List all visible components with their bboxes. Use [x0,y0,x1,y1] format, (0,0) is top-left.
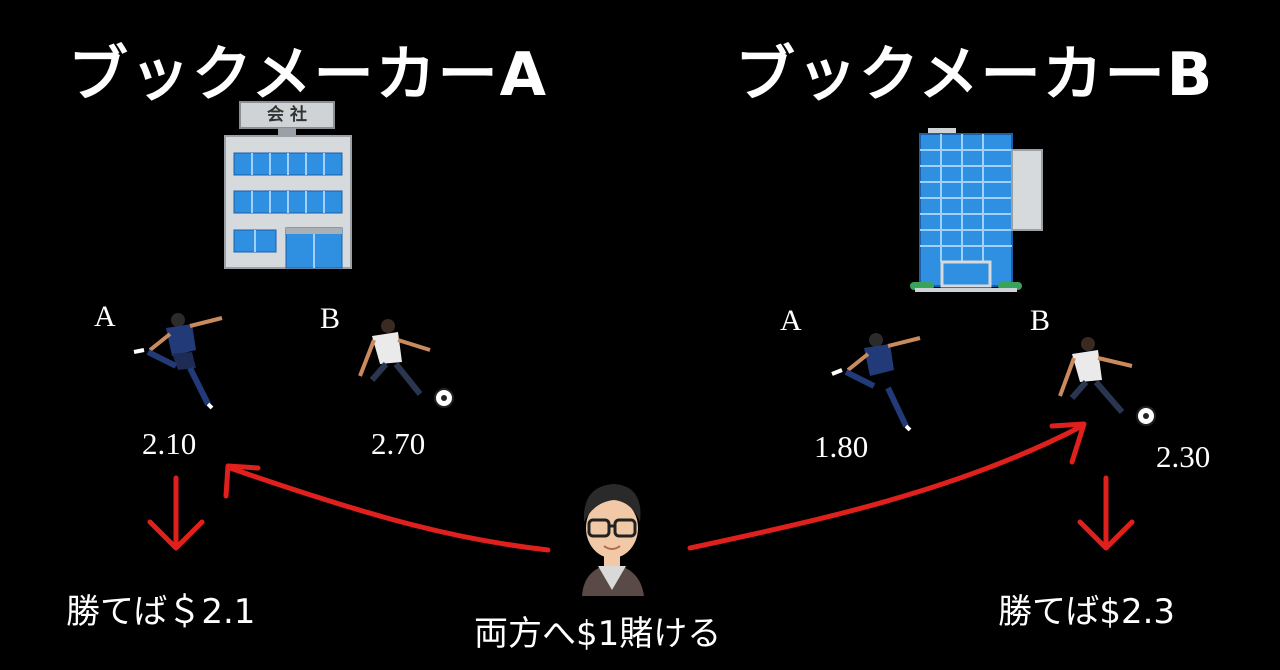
soccer-player-blue-a-icon [133,313,223,410]
bet-arrow-left-icon [223,463,551,553]
down-arrow-a-icon [147,475,205,551]
bookmaker-b-team-b-label: B [1030,304,1051,337]
building-sign: 会 社 [267,105,307,125]
soccer-player-white-b2-icon [1058,337,1156,426]
soccer-player-blue-b-icon [831,333,921,432]
soccer-player-white-b-icon [358,319,454,408]
bookmaker-a-team-b-label: B [320,302,341,335]
bet-arrow-right-icon [687,421,1087,551]
bookmaker-a-payout: 勝てば＄2.1 [66,592,256,632]
bookmaker-b-team-a-label: A [780,304,802,337]
bookmaker-b-title: ブックメーカーB [735,40,1215,110]
down-arrow-b-icon [1077,475,1135,551]
bookmaker-a-title: ブックメーカーA [68,40,549,110]
bookmaker-b-odds-b: 2.30 [1156,439,1211,474]
bookmaker-a-odds-b: 2.70 [371,426,426,461]
bettor-caption: 両方へ$1賭ける [474,614,722,654]
bookmaker-a-team-a-label: A [94,300,116,333]
bookmaker-b-odds-a: 1.80 [814,429,869,464]
bookmaker-a-odds-a: 2.10 [142,426,197,461]
bookmaker-b-payout: 勝てば$2.3 [998,592,1176,632]
